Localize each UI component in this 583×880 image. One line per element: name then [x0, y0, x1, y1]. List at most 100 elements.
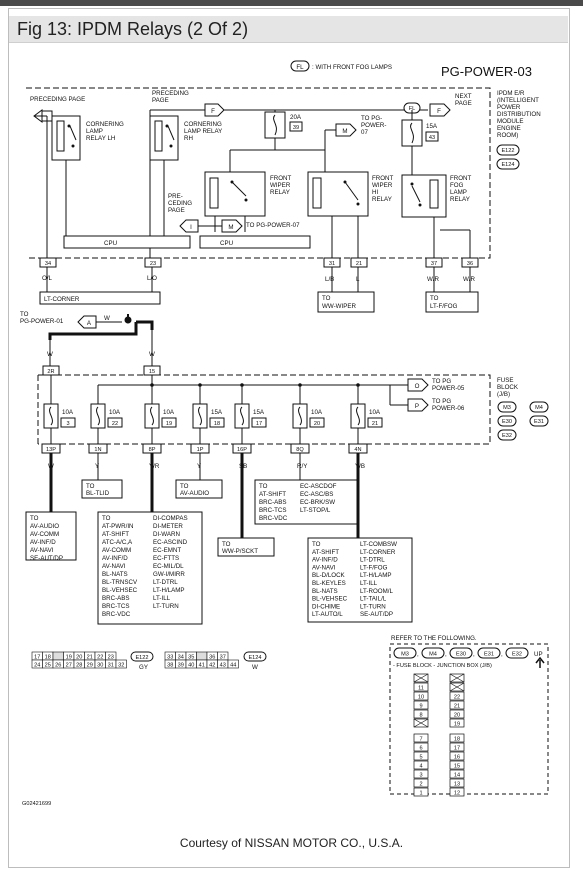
svg-text:BL-VEHSEC: BL-VEHSEC [312, 596, 348, 603]
svg-text:AT-SHIFT: AT-SHIFT [312, 549, 339, 556]
svg-text:MODULE: MODULE [497, 118, 523, 125]
svg-text:E32: E32 [512, 652, 522, 658]
svg-text:M: M [228, 224, 233, 231]
fuse-row: 10A313PW10A221NY10A198PY/R15A181PY15A171… [41, 403, 383, 538]
svg-text:BL-TLID: BL-TLID [86, 490, 110, 497]
refer-badges: M3,M4,E30,E31,E32 [393, 647, 529, 659]
svg-text:15A: 15A [211, 409, 223, 416]
svg-text:15: 15 [149, 369, 155, 375]
svg-text:10A: 10A [369, 409, 381, 416]
svg-text:AV-COMM: AV-COMM [102, 547, 131, 554]
svg-text:I: I [190, 224, 192, 231]
svg-text:,: , [501, 651, 503, 658]
svg-text:BRC-TCS: BRC-TCS [259, 507, 287, 514]
svg-text:E122: E122 [501, 148, 514, 154]
refer-box [389, 643, 549, 795]
svg-text:Y/B: Y/B [355, 463, 365, 470]
preceding-page-label: PRECEDING PAGE [30, 96, 85, 103]
svg-text:NEXT: NEXT [455, 93, 472, 100]
svg-text:PAGE: PAGE [152, 97, 169, 104]
svg-text:PG-POWER-01: PG-POWER-01 [20, 318, 64, 325]
svg-text:SE-AUT/DP: SE-AUT/DP [360, 611, 393, 618]
svg-text:AV-NAVI: AV-NAVI [30, 547, 54, 554]
svg-text:LAMP: LAMP [450, 189, 467, 196]
svg-text:38: 38 [167, 663, 173, 669]
svg-text:31: 31 [329, 261, 335, 267]
svg-text:4: 4 [419, 764, 422, 770]
svg-text:E122: E122 [135, 655, 148, 661]
svg-text:LT-F/FOG: LT-F/FOG [430, 303, 458, 310]
svg-text:E124: E124 [501, 162, 514, 168]
svg-text:LT-STOP/L: LT-STOP/L [300, 507, 331, 514]
svg-text:PAGE: PAGE [455, 100, 472, 107]
svg-text:20: 20 [454, 713, 460, 719]
svg-text:CORNERING: CORNERING [86, 121, 124, 128]
refer-title: REFER TO THE FOLLOWING. [391, 635, 477, 642]
dest-bl-tlid: TO BL-TLID [81, 479, 123, 499]
svg-text:EC-FTTS: EC-FTTS [153, 555, 179, 562]
svg-text:EC-BRK/SW: EC-BRK/SW [300, 499, 335, 506]
svg-text:POWER-06: POWER-06 [432, 405, 465, 412]
svg-text:FRONT: FRONT [450, 175, 472, 182]
svg-text:BL-NATS: BL-NATS [102, 571, 128, 578]
svg-text:43: 43 [220, 663, 226, 669]
svg-text:M3: M3 [401, 652, 409, 658]
svg-text:15A: 15A [426, 123, 438, 130]
svg-text:BL-KEYLES: BL-KEYLES [312, 580, 346, 587]
svg-text:O: O [415, 383, 420, 390]
svg-text:AV-INF/D: AV-INF/D [312, 557, 338, 564]
svg-text:AT-SHIFT: AT-SHIFT [102, 531, 129, 538]
svg-text:M4: M4 [429, 652, 437, 658]
svg-text:LT-ROOM/L: LT-ROOM/L [360, 588, 393, 595]
svg-text:L/O: L/O [147, 275, 157, 282]
svg-text:DI-COMPAS: DI-COMPAS [153, 515, 188, 522]
svg-text:2R: 2R [47, 369, 54, 375]
fb-pin-15: 15 [143, 365, 161, 376]
svg-text:34: 34 [45, 261, 51, 267]
svg-text:POWER-: POWER- [361, 122, 386, 129]
svg-text:W: W [48, 463, 54, 470]
svg-text:P: P [415, 403, 419, 410]
svg-text:7: 7 [419, 737, 422, 743]
svg-text:25: 25 [45, 663, 51, 669]
svg-text:DI-CHIME: DI-CHIME [312, 603, 340, 610]
svg-text:GW-I/MIRR: GW-I/MIRR [153, 571, 185, 578]
svg-text:EC-ASCIND: EC-ASCIND [153, 539, 188, 546]
svg-text:SE-AUT/DP: SE-AUT/DP [30, 555, 63, 562]
svg-text:16: 16 [454, 755, 460, 761]
svg-text:ENGINE: ENGINE [497, 125, 521, 132]
dest-av-audio: TO AV-AUDIO [175, 479, 223, 499]
svg-text:TO: TO [312, 541, 321, 548]
svg-text:18: 18 [214, 421, 220, 427]
svg-text:SB: SB [239, 463, 247, 470]
svg-text:11: 11 [418, 686, 424, 692]
svg-text:20A: 20A [290, 114, 302, 121]
cornering-lamp-relay-rh: CORNERING LAMP RELAY RH [149, 115, 222, 161]
fb-pin-2r: 2R [42, 365, 60, 376]
svg-text:CPU: CPU [104, 240, 117, 247]
wire-w-right: W [149, 351, 155, 358]
svg-text:BRC-TCS: BRC-TCS [102, 603, 130, 610]
svg-text:TO PG: TO PG [432, 378, 451, 385]
svg-text:POWER: POWER [497, 104, 521, 111]
svg-text:UP: UP [534, 651, 543, 658]
front-wiper-hi-relay: FRONT WIPER HI RELAY [307, 171, 394, 217]
svg-text:BLOCK: BLOCK [497, 384, 519, 391]
preceding-page-label-2: PRECEDING PAGE [152, 90, 189, 104]
svg-text:26: 26 [55, 663, 61, 669]
svg-text:41: 41 [199, 663, 205, 669]
svg-text:TO: TO [222, 541, 231, 548]
svg-text:AT-PWR/IN: AT-PWR/IN [102, 523, 134, 530]
svg-text:BL-VEHSEC: BL-VEHSEC [102, 587, 138, 594]
fuse-20a: 20A 39 [264, 111, 303, 139]
svg-text:M3: M3 [503, 405, 511, 411]
svg-text:EC-ASCDOF: EC-ASCDOF [300, 483, 337, 490]
front-wiper-relay: FRONT WIPER RELAY [204, 171, 292, 217]
svg-text:R/Y: R/Y [297, 463, 307, 470]
svg-text:TO: TO [180, 483, 189, 490]
svg-text:21: 21 [454, 704, 460, 710]
